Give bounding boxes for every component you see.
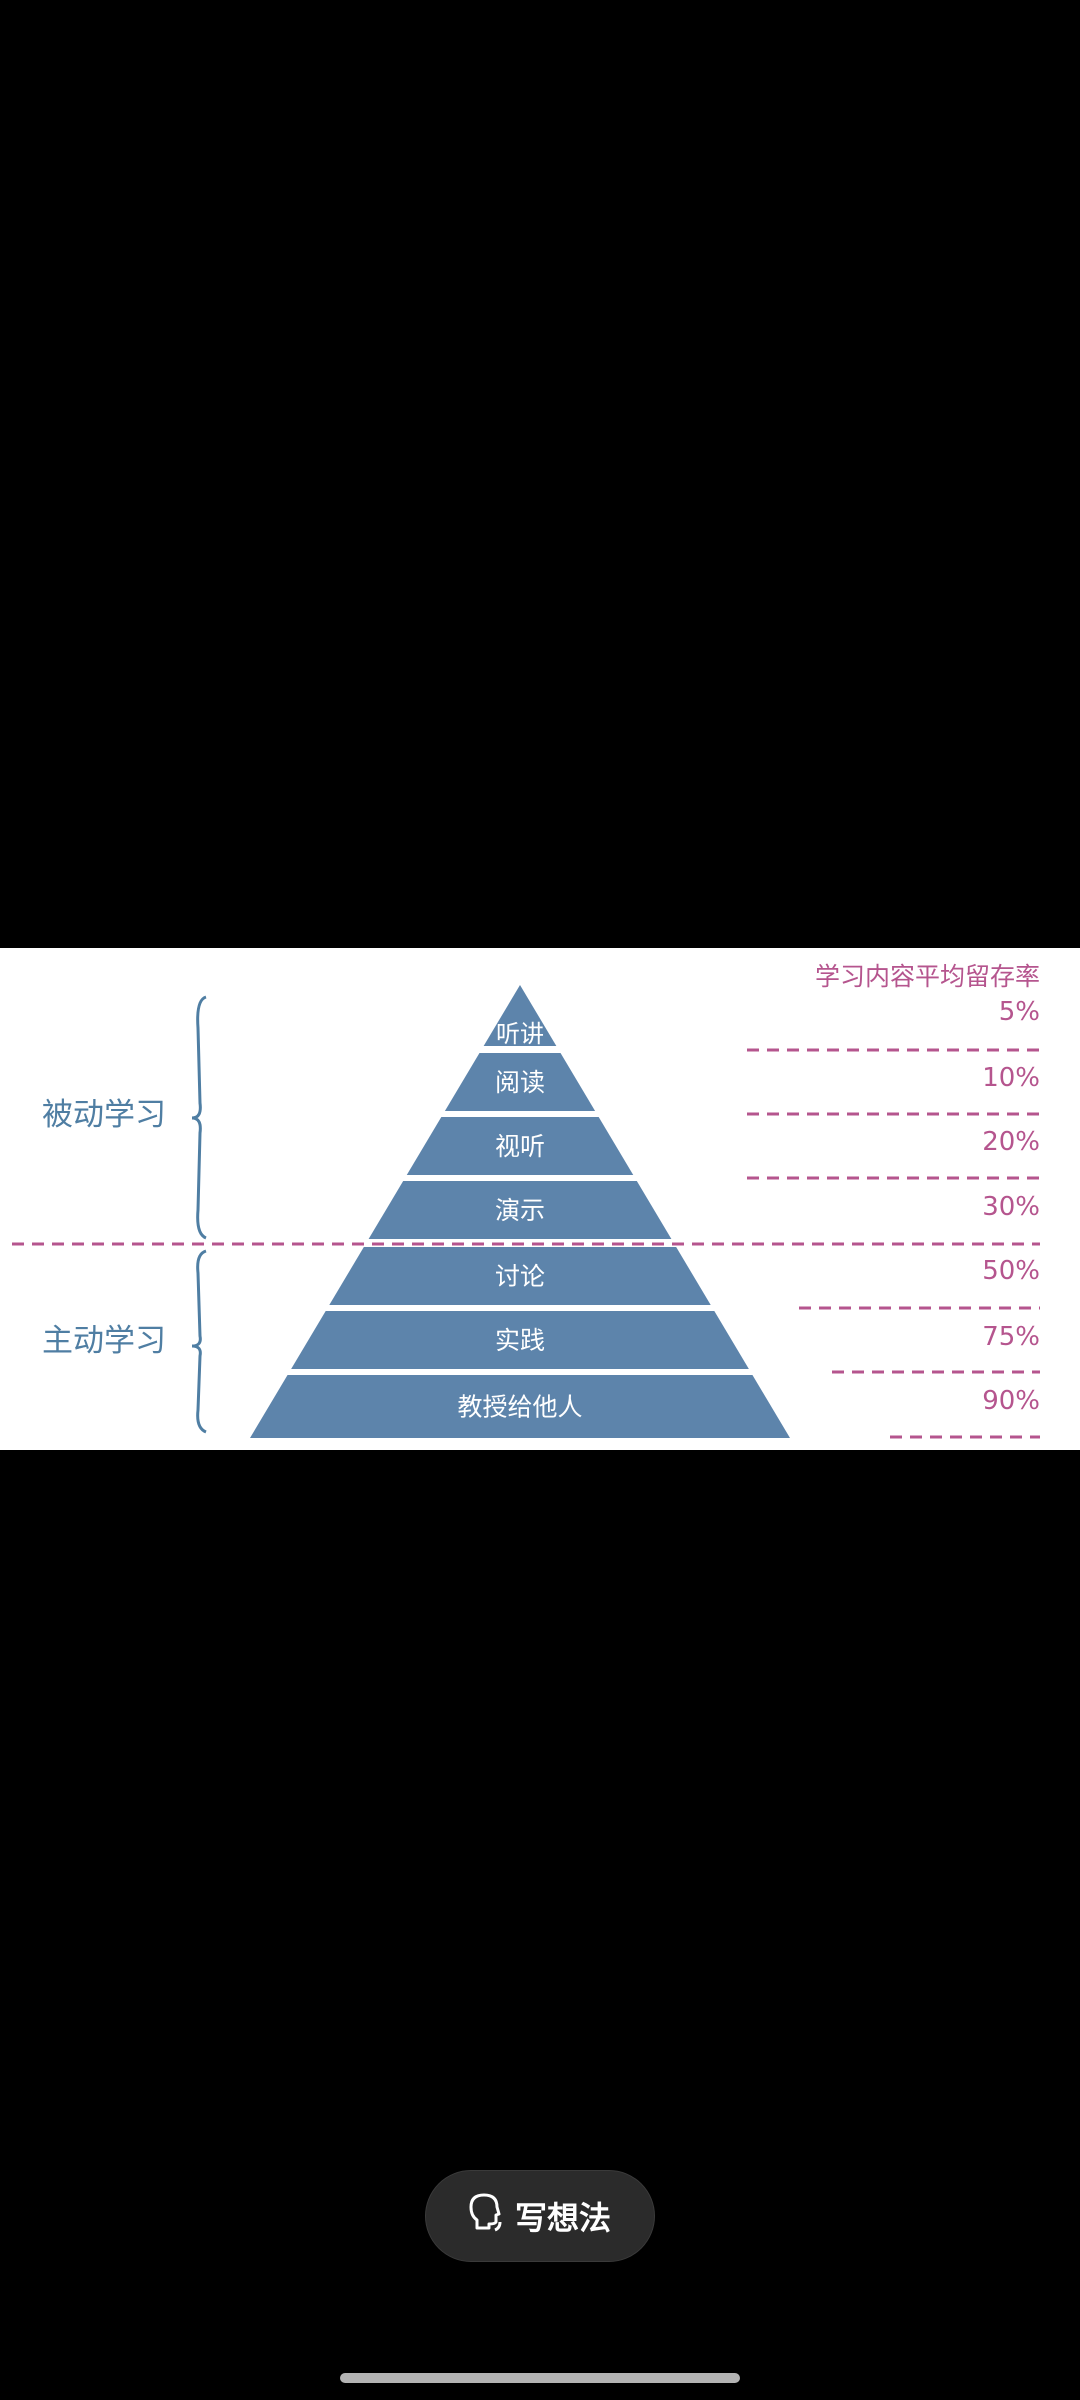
- tier-label: 演示: [495, 1196, 545, 1225]
- tier-label: 听讲: [496, 1020, 544, 1048]
- write-thought-label: 写想法: [514, 2199, 611, 2237]
- pyramid-tier: [483, 985, 557, 1046]
- retention-rate: 30%: [982, 1192, 1040, 1222]
- learning-pyramid: 听讲 5% 阅读 10% 视听 20% 演示 30% 讨论 50% 实践 75% 教授给他人 90% 学习…: [12, 962, 1040, 1439]
- retention-rate: 75%: [982, 1322, 1040, 1352]
- retention-rate: 10%: [982, 1063, 1040, 1093]
- tier-label: 讨论: [495, 1262, 545, 1291]
- head-outline-icon: [469, 2192, 503, 2240]
- group-label-passive: 被动学习: [42, 1097, 166, 1133]
- brace-active: [191, 1249, 207, 1434]
- pyramid-tier: [291, 1311, 749, 1369]
- pyramid-tier: [444, 1053, 596, 1111]
- group-label-active: 主动学习: [42, 1323, 166, 1359]
- home-indicator[interactable]: [340, 2373, 740, 2383]
- retention-rate: 50%: [982, 1256, 1040, 1286]
- tier-label: 实践: [495, 1326, 545, 1355]
- retention-rate: 5%: [999, 997, 1040, 1027]
- pyramid-tier: [329, 1247, 711, 1305]
- learning-pyramid-image: 听讲 5% 阅读 10% 视听 20% 演示 30% 讨论 50% 实践 75% 教授给他人 90% 学习…: [0, 948, 1080, 1450]
- write-thought-button[interactable]: 写想法: [425, 2170, 655, 2262]
- pyramid-tier: [368, 1181, 672, 1239]
- tier-label: 教授给他人: [457, 1393, 582, 1422]
- pyramid-tier: [406, 1117, 634, 1175]
- brace-passive: [191, 995, 207, 1240]
- retention-rate: 20%: [982, 1127, 1040, 1157]
- retention-rate: 90%: [982, 1386, 1040, 1416]
- tier-label: 视听: [495, 1132, 545, 1161]
- pyramid-tier: [250, 1375, 790, 1438]
- tier-label: 阅读: [495, 1068, 545, 1097]
- retention-title: 学习内容平均留存率: [815, 962, 1040, 991]
